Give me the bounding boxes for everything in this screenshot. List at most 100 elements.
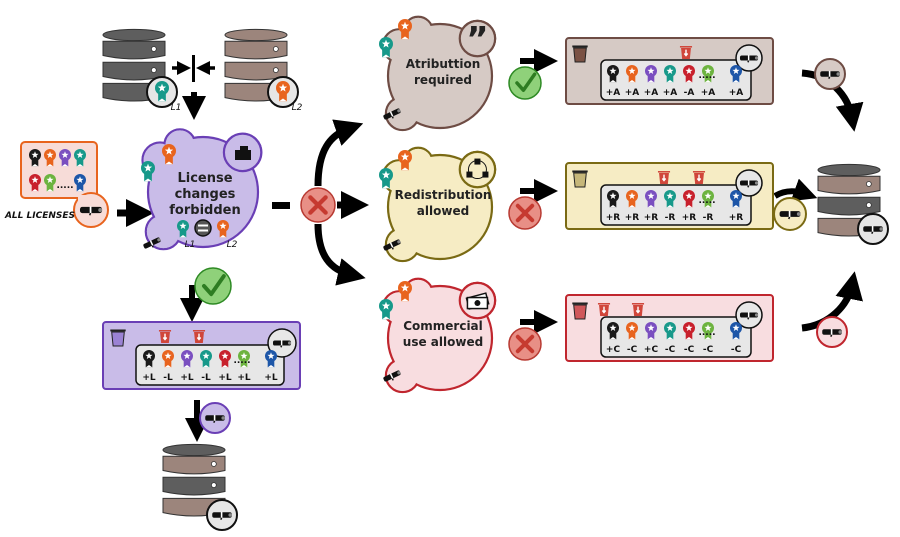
db-led — [865, 181, 872, 187]
db-led — [272, 67, 279, 73]
scroll-icon — [383, 108, 401, 120]
badge-notch — [46, 164, 54, 167]
badge-star — [609, 192, 617, 200]
center-title-line: changes — [175, 187, 236, 202]
scroll-end — [754, 56, 759, 60]
scroll-tail — [213, 420, 216, 423]
license-tag: +A — [644, 88, 659, 98]
check-circle — [508, 66, 542, 100]
branch-title-line: Commercial — [403, 319, 483, 333]
branch-node-redistribution — [381, 146, 497, 263]
badge-ribbon — [628, 199, 636, 208]
badge-star — [46, 151, 54, 159]
db-top — [102, 28, 166, 42]
badge-ribbon — [46, 158, 54, 167]
license-badge-icon — [219, 350, 231, 368]
scroll-end — [836, 72, 840, 76]
scroll-end — [879, 227, 883, 231]
badge-star — [76, 176, 84, 184]
badge-star — [143, 163, 153, 172]
money-icon — [465, 292, 490, 310]
license-tag: +A — [663, 88, 678, 98]
scroll-tail — [280, 345, 283, 348]
license-document-token — [816, 316, 848, 348]
scroll-tail — [391, 116, 394, 119]
center-title-line: License — [177, 171, 232, 186]
badge-notch — [732, 205, 740, 208]
trash-remove-icon — [192, 330, 206, 343]
scroll-end — [754, 181, 759, 185]
license-badge-icon — [607, 322, 619, 340]
badge-ribbon — [202, 359, 210, 368]
db-layer — [817, 175, 881, 195]
register-body — [235, 150, 251, 160]
branch-title-line: use allowed — [403, 335, 483, 349]
badge-ribbon — [666, 199, 674, 208]
badge-star — [183, 352, 191, 360]
license-tag: -L — [163, 373, 173, 383]
badge-ribbon — [221, 359, 229, 368]
license-badge-icon — [683, 322, 695, 340]
license-tag: +A — [625, 88, 640, 98]
trash-arrow — [661, 174, 667, 182]
trash-icon — [110, 329, 126, 347]
license-badge-icon — [702, 190, 714, 208]
scroll-tail — [391, 247, 394, 250]
badge-ribbon — [382, 48, 390, 58]
badge-star — [219, 222, 227, 230]
scroll-gap — [747, 55, 750, 61]
badge-star — [381, 39, 391, 48]
scroll-icon — [740, 55, 759, 63]
trash-lid — [597, 303, 611, 305]
scroll-tail — [391, 378, 394, 381]
license-tag: -C — [731, 345, 742, 355]
license-badge-icon — [683, 190, 695, 208]
license-badge-icon — [664, 190, 676, 208]
scroll-tail — [151, 245, 154, 248]
license-badge-icon — [162, 350, 174, 368]
badge-ribbon — [628, 331, 636, 340]
scroll-end — [754, 313, 759, 317]
badge-star — [400, 21, 410, 30]
badge-star — [609, 67, 617, 75]
badge-star — [732, 67, 740, 75]
blob-lobe-fill — [387, 97, 419, 129]
badge-notch — [609, 205, 617, 208]
scroll-gap — [747, 180, 750, 186]
center-l2-label: L2 — [227, 240, 238, 250]
trash-lid — [572, 302, 588, 305]
trash-arrow — [683, 49, 689, 57]
trash-remove-icon — [158, 330, 172, 343]
badge-star — [685, 67, 693, 75]
badge-ribbon — [240, 359, 248, 368]
license-badge-icon — [74, 174, 86, 192]
scroll-icon — [143, 237, 161, 249]
trash-lid — [679, 46, 693, 48]
license-tag: +R — [625, 213, 640, 223]
all-licenses-label: ALL LICENSES — [4, 211, 75, 221]
database-l1 — [102, 28, 166, 102]
badge-notch — [647, 337, 655, 340]
db-layer — [162, 455, 226, 475]
trash-lid — [158, 330, 172, 332]
badge-ribbon — [164, 359, 172, 368]
ellipsis: ..... — [233, 356, 250, 366]
license-badge-icon — [730, 322, 742, 340]
scroll-gap — [389, 242, 394, 249]
badge-star — [647, 192, 655, 200]
result-database — [162, 443, 226, 517]
badge-ribbon — [382, 310, 390, 320]
arrow-to-commercial — [314, 223, 366, 286]
badge-notch — [158, 98, 166, 102]
blob-icon-lobe — [458, 19, 497, 58]
license-tag: -C — [684, 345, 695, 355]
badge-star — [31, 151, 39, 159]
badge-star — [628, 192, 636, 200]
license-badge-icon — [664, 322, 676, 340]
badge-notch — [240, 365, 248, 368]
badge-notch — [179, 235, 187, 238]
badge-star — [202, 352, 210, 360]
scroll-end — [397, 109, 401, 113]
check-mark — [202, 274, 226, 297]
network-node — [474, 158, 481, 165]
